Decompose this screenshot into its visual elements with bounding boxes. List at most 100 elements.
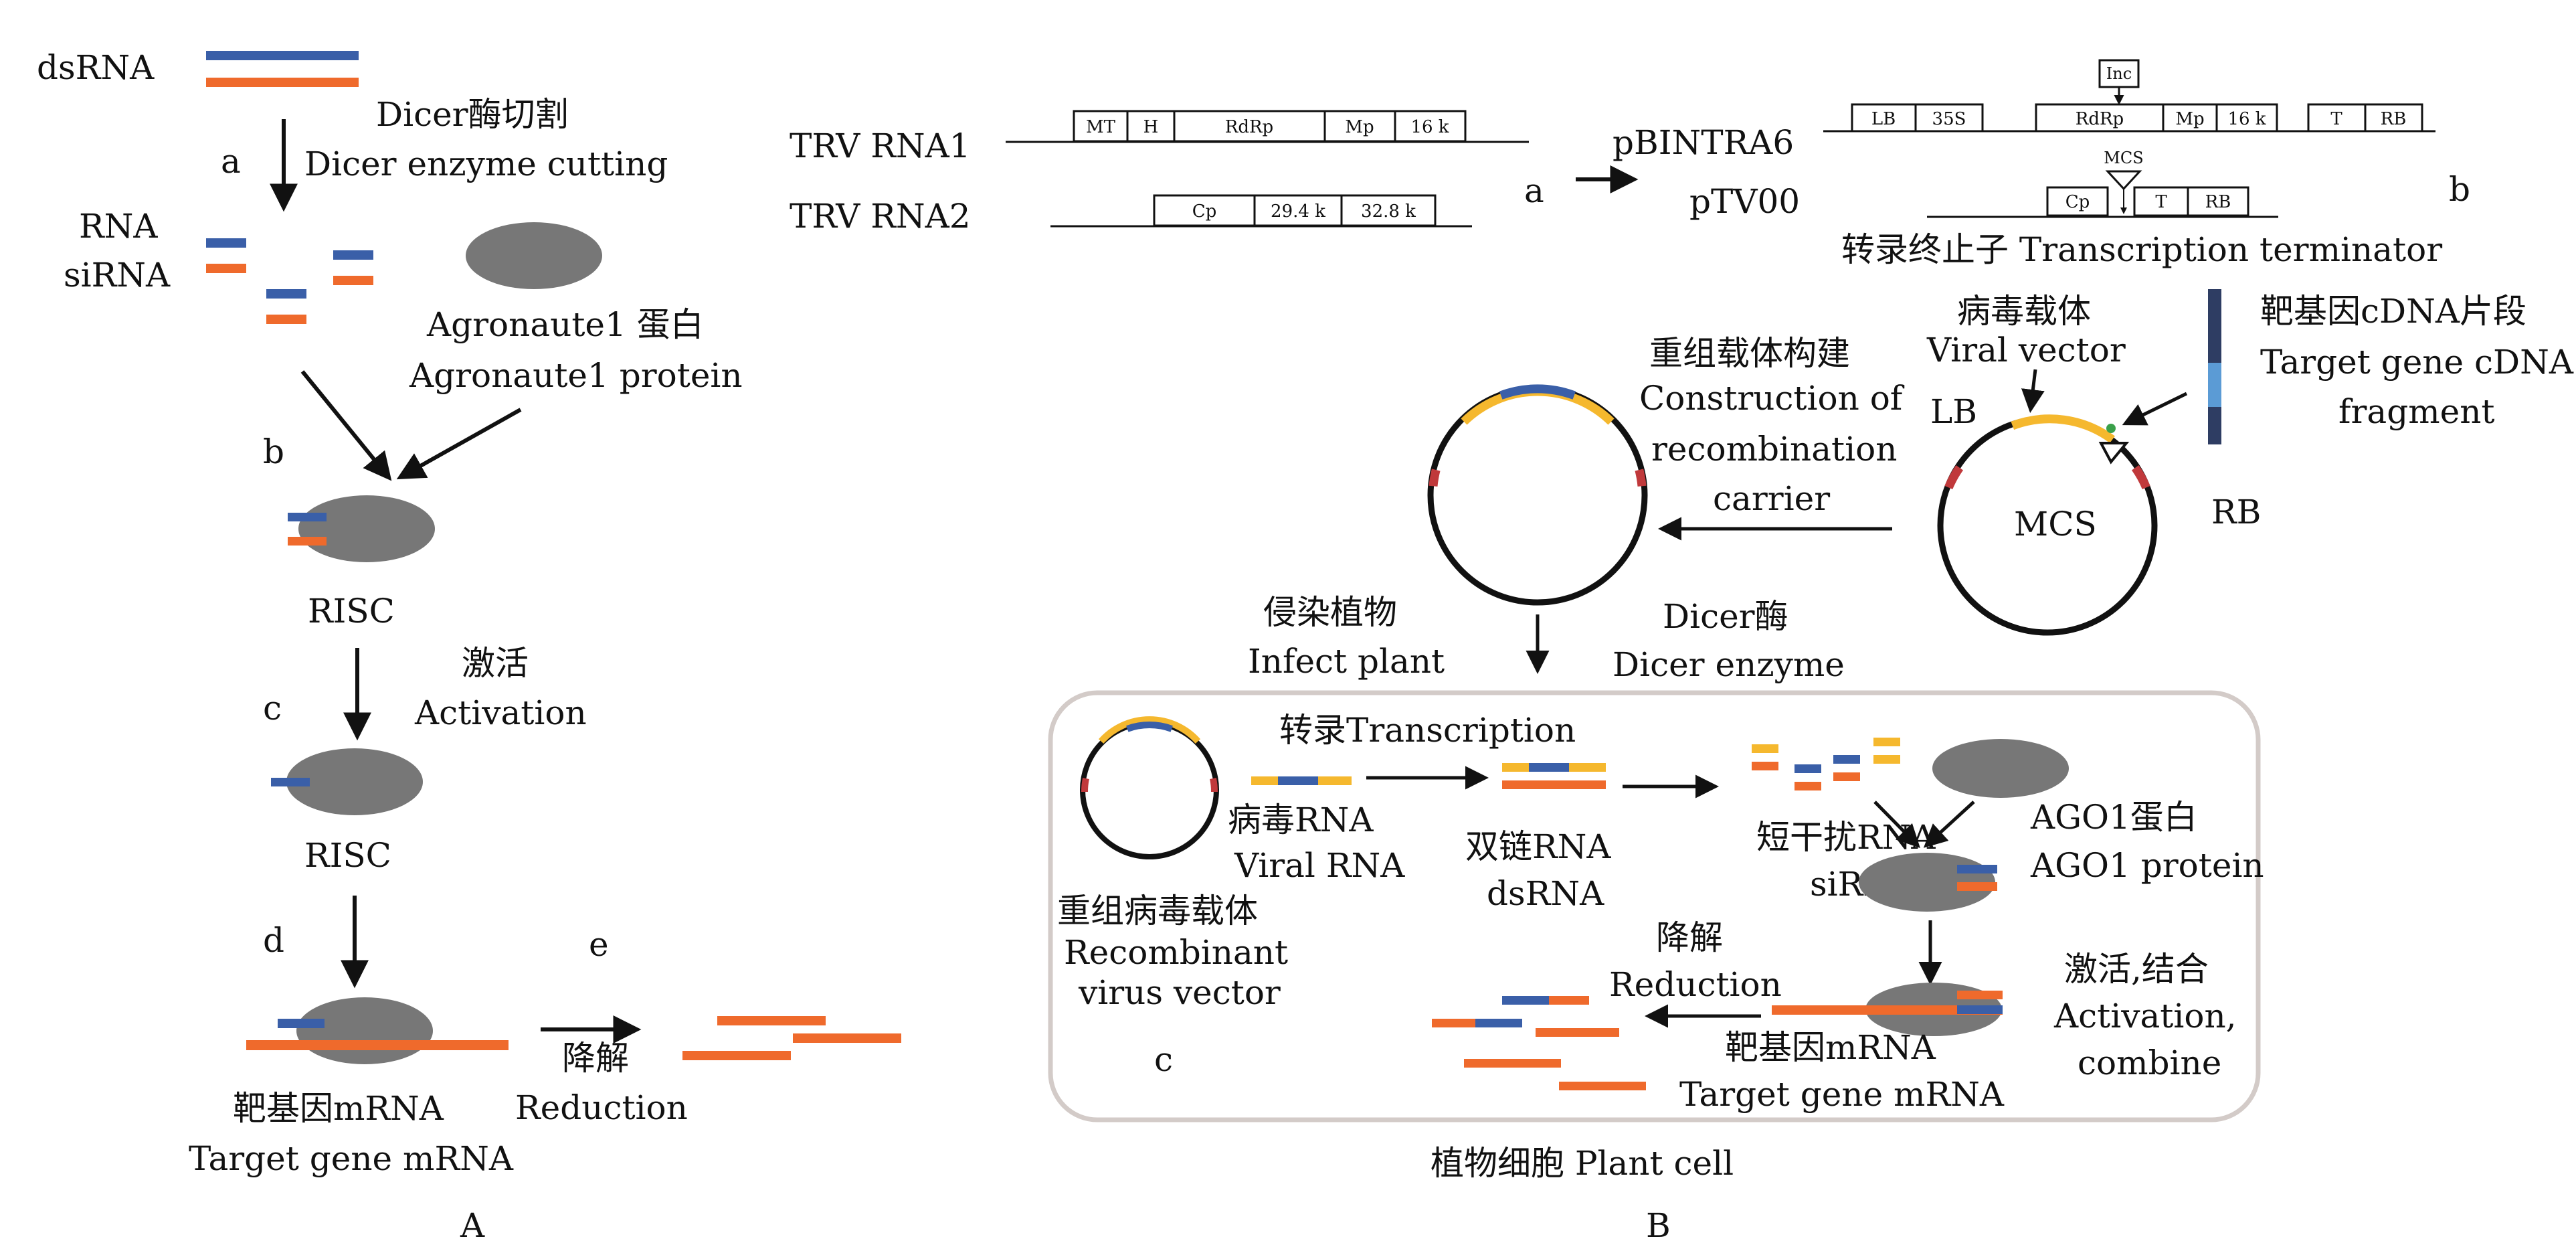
cdna-fragment-top: [2208, 289, 2221, 363]
ptv00-seg-rb: RB: [2205, 192, 2231, 212]
mcs-label: MCS: [2014, 505, 2097, 544]
trv-rna1-label: TRV RNA1: [790, 127, 971, 165]
rb-label: RB: [2211, 493, 2261, 531]
dsrna-label: dsRNA: [37, 48, 155, 87]
risc-on-target: [296, 997, 433, 1064]
arrow-viral-vector: [2021, 369, 2045, 413]
risc-label-1: RISC: [308, 592, 395, 631]
ago1-guide-blue: [1957, 865, 1997, 873]
plant-cell-label: 植物细胞 Plant cell: [1431, 1144, 1734, 1183]
rna2-segment-box: [1153, 194, 1256, 227]
pbintra6-seg-rb: RB: [2381, 109, 2407, 129]
risc-sirna-blue: [288, 513, 327, 521]
construction-cn: 重组载体构建: [1649, 334, 1850, 373]
degraded-piece: [1432, 1019, 1475, 1027]
degraded-piece: [1536, 1028, 1619, 1037]
viral-rna-segment: [1278, 776, 1318, 785]
sirna-piece: [1752, 762, 1778, 770]
arrow-cdna-insert: [2122, 392, 2188, 426]
dsrna-en: dsRNA: [1487, 874, 1604, 913]
degraded-piece: [1475, 1019, 1522, 1027]
sirna-label: siRNA: [64, 256, 171, 295]
rna2-seg-29k: 29.4 k: [1271, 201, 1325, 222]
rna2-seg-32k: 32.8 k: [1361, 201, 1416, 222]
insert-site-marker: [2106, 424, 2116, 433]
cdna-fragment-middle: [2208, 363, 2221, 407]
ago-label-en: Agronaute1 protein: [409, 356, 743, 395]
target-cdna-en1: Target gene cDNA: [2260, 343, 2574, 382]
step-b-letter: b: [263, 432, 284, 471]
cell-plasmid-insert-blue: [1126, 722, 1173, 732]
risc-sirna-orange: [288, 537, 327, 546]
pbintra6-seg-lb: LB: [1871, 109, 1896, 129]
activation-en: Activation: [414, 693, 587, 732]
cell-plasmid-insert-yellow: [1098, 716, 1201, 744]
rna-label: RNA: [79, 207, 158, 246]
trv-rna2-label: TRV RNA2: [790, 197, 971, 236]
ago1-en: AGO1 protein: [2030, 846, 2264, 885]
risc-sirna-blue: [271, 778, 310, 786]
arrow-protein-to-risc: [396, 408, 522, 480]
target-mrna-en: Target gene mRNA: [189, 1139, 514, 1178]
sirna-piece: [1752, 744, 1778, 753]
pbintra6-segment-box: [1851, 103, 1917, 133]
pbintra6-segment-box: [1914, 103, 1984, 133]
recomb-cn: 重组病毒载体: [1057, 892, 1258, 930]
activation-cn: 激活: [462, 644, 529, 683]
rna1-seg-h: H: [1143, 117, 1159, 137]
pbintra6-segment-box: [2307, 103, 2367, 133]
cell-plasmid-border: [1081, 777, 1089, 792]
sirna-piece: [1795, 782, 1821, 790]
step-d-letter: d: [263, 921, 284, 960]
inc-box: [2098, 59, 2140, 88]
step-c-letter: c: [263, 689, 282, 728]
viral-rna-segment: [1251, 776, 1278, 785]
act-en1: Activation,: [2053, 997, 2237, 1035]
pbintra6-label: pBINTRA6: [1613, 123, 1794, 162]
plasmid-insert-region: [2011, 414, 2115, 443]
cell-recombinant-plasmid: [1080, 720, 1219, 859]
arrow-sirna-to-ago1: [1873, 801, 1920, 848]
step-a-letter: a: [221, 142, 241, 181]
pbintra6-segment-box: [2364, 103, 2423, 133]
mcs-triangle-marker: [2098, 442, 2130, 465]
ptv00-segment-box: [2046, 186, 2109, 217]
sirna-piece: [1795, 764, 1821, 773]
degraded-piece: [1502, 996, 1549, 1005]
reduction-cn: 降解: [562, 1039, 629, 1078]
ptv00-segment-box: [2187, 186, 2249, 217]
dsrna-segment: [1502, 763, 1529, 772]
sirna-piece: [1833, 755, 1860, 764]
sirna-fragment-blue: [333, 250, 373, 260]
rna1-seg-mt: MT: [1086, 117, 1116, 137]
step-e-letter: e: [589, 925, 609, 964]
rna1-seg-rdrp: RdRp: [1225, 117, 1273, 137]
transcription-label: 转录Transcription: [1279, 711, 1576, 750]
target-mrna-strand: [246, 1040, 509, 1050]
panel-a: dsRNA a Dicer酶切割 Dicer enzyme cutting RN…: [37, 48, 901, 1245]
recombinant-insert-blue: [1499, 384, 1576, 400]
degraded-fragment: [682, 1051, 791, 1060]
pbintra6-seg-t: T: [2330, 109, 2342, 129]
reduction-en: Reduction: [1609, 965, 1782, 1004]
guide-orange: [1957, 991, 2003, 999]
sirna-piece: [1873, 738, 1900, 746]
risc-label-2: RISC: [304, 836, 391, 875]
sirna-fragment-orange: [266, 315, 306, 324]
arrow-protein-to-ago1: [1923, 801, 1975, 848]
construction-en2: recombination: [1651, 430, 1897, 469]
trv-rna1-map: [1073, 110, 1467, 143]
construction-en3: carrier: [1713, 479, 1830, 518]
pbintra6-segment-box: [2162, 103, 2218, 133]
viral-rna-en: Viral RNA: [1234, 846, 1405, 885]
dsrna-cn: 双链RNA: [1465, 827, 1611, 866]
panel-b-letter: B: [1646, 1206, 1671, 1245]
sirna-fragment-blue: [206, 238, 246, 248]
recombinant-lb-border: [1429, 469, 1441, 487]
plant-cell-boundary: [1048, 690, 2261, 1122]
infect-en: Infect plant: [1248, 642, 1445, 681]
pbintra6-seg-rdrp: RdRp: [2076, 109, 2124, 129]
ptv00-seg-cp: Cp: [2065, 192, 2090, 212]
dsrna-segment: [1569, 763, 1606, 772]
mcs-small-label: MCS: [2104, 149, 2143, 167]
